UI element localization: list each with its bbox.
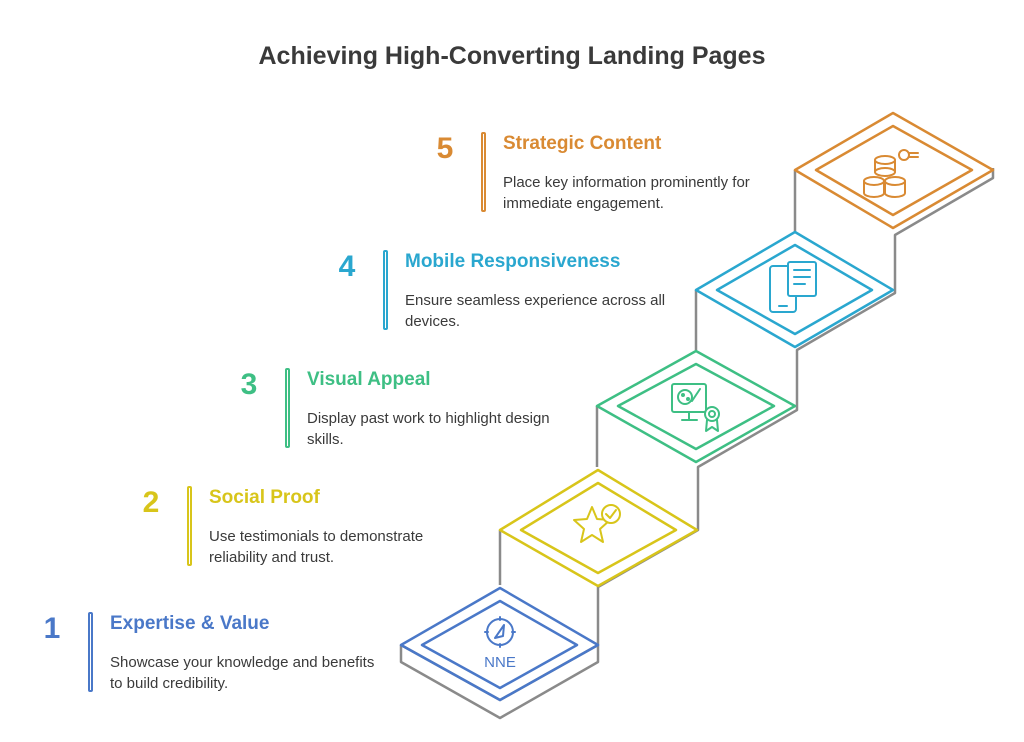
platform-1 bbox=[399, 586, 600, 702]
step-heading: Expertise & Value bbox=[110, 613, 270, 634]
step-heading: Strategic Content bbox=[503, 133, 662, 154]
platform-3 bbox=[595, 349, 797, 464]
step-number: 3 bbox=[240, 368, 258, 401]
staircase-outline bbox=[399, 168, 995, 720]
page-title: Achieving High-Converting Landing Pages bbox=[258, 42, 766, 70]
step-description: Showcase your knowledge and benefits to … bbox=[110, 654, 375, 692]
compass-icon bbox=[484, 616, 516, 648]
step-bar bbox=[383, 250, 388, 330]
step-description: Place key information prominently for im… bbox=[503, 174, 750, 212]
step-number: 4 bbox=[338, 250, 356, 283]
step-heading: Mobile Responsiveness bbox=[405, 251, 621, 272]
step-bar bbox=[481, 132, 486, 212]
step-description: Use testimonials to demonstrate reliabil… bbox=[209, 528, 424, 566]
mobile-devices-icon bbox=[769, 261, 817, 313]
platform-2 bbox=[498, 468, 699, 588]
step-bar bbox=[285, 368, 290, 448]
step-number: 5 bbox=[436, 132, 454, 165]
step-description: Display past work to highlight design sk… bbox=[307, 410, 550, 448]
platform-4 bbox=[694, 230, 895, 349]
design-award-icon bbox=[671, 383, 720, 432]
star-check-icon bbox=[573, 504, 621, 543]
step-number: 1 bbox=[43, 612, 61, 645]
step-heading: Visual Appeal bbox=[307, 369, 431, 390]
step-bar bbox=[187, 486, 192, 566]
coins-key-icon bbox=[863, 149, 919, 198]
step-bar bbox=[88, 612, 93, 692]
step-number: 2 bbox=[142, 486, 160, 519]
step-heading: Social Proof bbox=[209, 487, 320, 508]
compass-direction-label: NNE bbox=[484, 654, 516, 671]
step-description: Ensure seamless experience across all de… bbox=[405, 292, 666, 330]
platform-5 bbox=[793, 111, 995, 230]
